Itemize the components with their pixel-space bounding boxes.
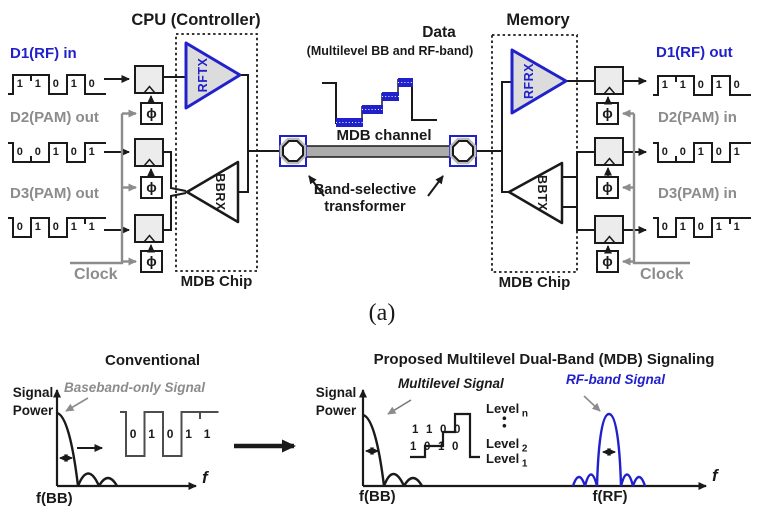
signal-label-d1-out: D1(RF) out [656,44,733,61]
signal-label-d1-in: D1(RF) in [10,45,77,62]
proposed-plot [359,389,707,490]
phi-symbol: ϕ [146,253,157,269]
bit-waveforms [8,74,751,238]
mdb-data-waveform [322,78,437,127]
mdb-channel-label: MDB channel [336,127,432,144]
bits-d1-out: 1 1 0 1 0 [661,79,745,91]
phi-symbol: ϕ [602,179,613,195]
clock-tree-left [70,109,137,266]
phi-symbol: ϕ [602,105,613,121]
bbrx-amp [185,160,240,224]
rftx-label: RFTX [196,57,210,93]
transformer-label-line1: Band-selective [313,182,417,198]
f-bb-label-left: f(BB) [36,490,73,507]
rf-band-signal-annotation: RF-band Signal [566,372,665,387]
cpu-wiring [104,74,280,234]
subfigure-caption-a: (a) [368,300,396,326]
memory-latches [594,66,624,244]
ylabel-signal: Signal [315,385,357,400]
phase-shifter-boxes [140,102,619,273]
cpu-latches [134,65,164,243]
y-axis-label-right: Signal Power [311,384,361,419]
cpu-chip-label: MDB Chip [180,273,253,290]
bbtx-label: BBTX [535,174,549,212]
clock-tree-right [622,109,690,266]
bits-conventional: 0 1 0 1 1 [129,427,215,441]
f-bb-label-right: f(BB) [359,488,396,505]
transformer-pointer-arrows [308,175,444,197]
rfrx-amp [510,48,568,115]
bits-d1-in: 1 1 0 1 0 [16,78,100,90]
phi-symbol: ϕ [146,105,157,121]
bits-d2-out: 0 0 1 0 1 [16,146,100,158]
bits-multilevel-top: 1 1 0 0 [412,424,463,436]
ylabel-power: Power [315,402,357,418]
bbtx-amp [507,161,564,225]
signal-label-d2-in: D2(PAM) in [658,109,737,126]
data-subtitle: (Multilevel BB and RF-band) [306,44,474,58]
signal-label-d2-out: D2(PAM) out [10,109,99,126]
proposed-title: Proposed Multilevel Dual-Band (MDB) Sign… [373,351,715,368]
mdb-channel-bar [305,145,451,158]
ylabel-power: Power [12,402,54,418]
level-1-label: Level 1 [486,451,528,470]
memory-title: Memory [506,11,570,29]
phi-symbol: ϕ [146,179,157,195]
ylabel-signal: Signal [12,385,54,400]
signal-label-d3-in: D3(PAM) in [658,185,737,202]
bits-d3-in: 0 1 0 1 1 [661,221,745,233]
phi-symbol: ϕ [602,253,613,269]
multilevel-signal-annotation: Multilevel Signal [398,376,504,391]
band-selective-transformer-right [449,135,477,167]
band-selective-transformer-left [279,135,307,167]
f-axis-label-left: f [202,468,208,487]
level-n-label: Level n [486,401,528,420]
f-axis-label-right: f [712,466,718,485]
band-selective-transformer-label: Band-selective transformer [295,182,435,216]
cpu-title: CPU (Controller) [131,11,261,29]
level-2-label: Level 2 [486,436,528,455]
bits-d3-out: 0 1 0 1 1 [16,221,100,233]
f-rf-label: f(RF) [592,488,628,505]
bits-multilevel-bottom: 1 0 1 0 [410,441,461,453]
phi-to-latch-arrows [147,95,612,254]
rfrx-label: RFRX [522,62,536,100]
y-axis-label-left: Signal Power [8,384,58,419]
baseband-only-annotation: Baseband-only Signal [64,380,206,395]
transformer-label-line2: transformer [324,199,406,215]
clock-label-left: Clock [74,266,118,283]
data-title: Data [422,24,456,41]
bbrx-label: BBRX [213,173,227,211]
conventional-title: Conventional [104,352,200,369]
conventional-plot [53,389,296,490]
signal-label-d3-out: D3(PAM) out [10,185,99,202]
rftx-amp [184,41,242,110]
bits-d2-in: 0 0 1 0 1 [661,146,745,158]
level-dots: •• [497,416,512,432]
memory-chip-label: MDB Chip [498,274,571,291]
clock-label-right: Clock [640,266,684,283]
